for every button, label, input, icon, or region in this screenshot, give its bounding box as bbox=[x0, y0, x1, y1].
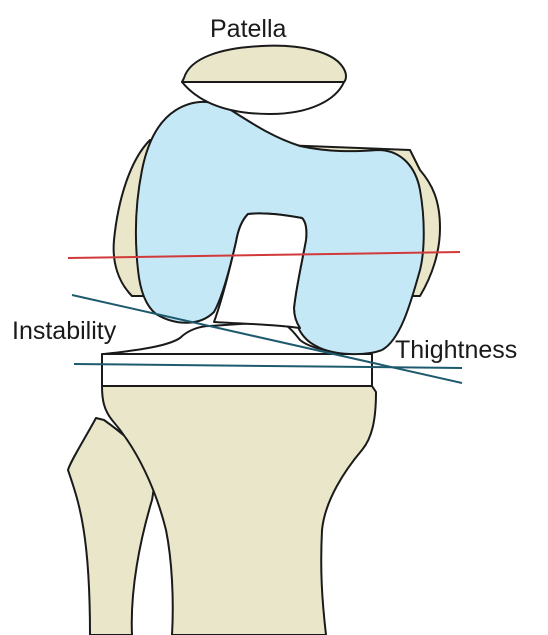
instability-label: Instability bbox=[12, 317, 117, 345]
patella bbox=[182, 46, 346, 82]
tibial-tray bbox=[102, 354, 372, 386]
patella-label: Patella bbox=[210, 15, 287, 43]
thightness-label: Thightness bbox=[395, 336, 517, 364]
